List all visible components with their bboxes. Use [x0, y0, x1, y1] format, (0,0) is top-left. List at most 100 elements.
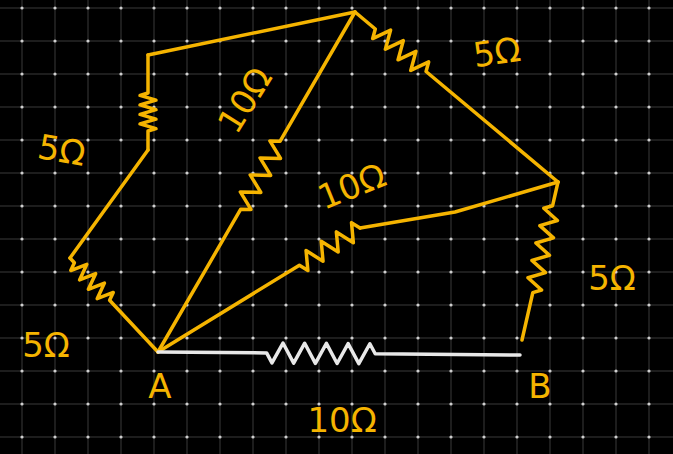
- grid-dot: [185, 435, 188, 438]
- grid-line: [286, 0, 287, 454]
- grid-dot: [383, 6, 386, 9]
- grid-dot: [647, 435, 650, 438]
- grid-dot: [515, 402, 518, 405]
- terminal-label: B: [528, 369, 551, 403]
- grid-line: [0, 371, 673, 372]
- grid-dot: [581, 336, 584, 339]
- grid-dot: [647, 270, 650, 273]
- grid-dot: [647, 336, 650, 339]
- grid-dot: [647, 105, 650, 108]
- grid-dot: [647, 369, 650, 372]
- grid-dot: [647, 6, 650, 9]
- grid-dot: [383, 303, 386, 306]
- resistance-label: 5Ω: [588, 261, 636, 295]
- grid-dot: [416, 303, 419, 306]
- grid-dot: [152, 39, 155, 42]
- grid-dot: [53, 6, 56, 9]
- resistor-wire: [158, 343, 520, 364]
- grid-dot: [53, 303, 56, 306]
- grid-dot: [86, 39, 89, 42]
- grid-line: [0, 107, 673, 108]
- grid-dot: [581, 105, 584, 108]
- grid-dot: [581, 204, 584, 207]
- resistor-wire: [140, 55, 156, 150]
- grid-dot: [482, 72, 485, 75]
- grid-dot: [20, 171, 23, 174]
- grid-dot: [251, 435, 254, 438]
- grid-dot: [647, 72, 650, 75]
- resistor-wire: [70, 258, 158, 352]
- grid-dot: [614, 138, 617, 141]
- grid-dot: [449, 435, 452, 438]
- grid-dot: [515, 336, 518, 339]
- grid-dot: [449, 204, 452, 207]
- grid-dot: [614, 369, 617, 372]
- grid-dot: [581, 435, 584, 438]
- grid-line: [319, 0, 320, 454]
- grid-dot: [284, 72, 287, 75]
- grid-dot: [251, 6, 254, 9]
- grid-dot: [284, 105, 287, 108]
- grid-line: [187, 0, 188, 454]
- grid-dot: [614, 6, 617, 9]
- grid-dot: [647, 171, 650, 174]
- grid-dot: [185, 138, 188, 141]
- grid-dot: [449, 138, 452, 141]
- grid-dot: [581, 369, 584, 372]
- grid-dot: [53, 270, 56, 273]
- grid-dot: [86, 336, 89, 339]
- grid-dot: [119, 171, 122, 174]
- resistor-wire: [355, 12, 558, 182]
- grid-dot: [119, 402, 122, 405]
- grid-dot: [416, 402, 419, 405]
- grid-dot: [614, 105, 617, 108]
- grid-dot: [416, 435, 419, 438]
- grid-dot: [251, 237, 254, 240]
- grid-dot: [350, 138, 353, 141]
- grid-dot: [53, 369, 56, 372]
- grid-dot: [383, 270, 386, 273]
- grid-dot: [284, 369, 287, 372]
- grid-dot: [647, 204, 650, 207]
- grid-dot: [20, 369, 23, 372]
- grid-dot: [548, 138, 551, 141]
- grid-dot: [218, 336, 221, 339]
- grid-dot: [548, 6, 551, 9]
- grid-dot: [218, 303, 221, 306]
- grid-dot: [119, 138, 122, 141]
- grid-dot: [350, 39, 353, 42]
- grid-line: [0, 305, 673, 306]
- grid-dot: [350, 270, 353, 273]
- grid-dot: [317, 204, 320, 207]
- grid-dot: [185, 402, 188, 405]
- grid-dot: [185, 39, 188, 42]
- grid-dot: [152, 204, 155, 207]
- grid-dot: [482, 138, 485, 141]
- grid-dot: [614, 204, 617, 207]
- grid-dot: [86, 402, 89, 405]
- grid-dot: [482, 171, 485, 174]
- resistance-label: 10Ω: [307, 403, 376, 437]
- grid-line: [616, 0, 617, 454]
- grid-dot: [350, 204, 353, 207]
- grid-dot: [119, 435, 122, 438]
- grid-dot: [185, 204, 188, 207]
- grid-dot: [383, 72, 386, 75]
- grid-dot: [515, 237, 518, 240]
- grid-dot: [119, 237, 122, 240]
- grid-dot: [86, 72, 89, 75]
- grid-line: [220, 0, 221, 454]
- grid-dot: [284, 435, 287, 438]
- grid-dot: [383, 435, 386, 438]
- grid-dot: [284, 138, 287, 141]
- grid-dot: [20, 303, 23, 306]
- grid-dot: [548, 39, 551, 42]
- grid-dot: [86, 435, 89, 438]
- grid-dot: [416, 72, 419, 75]
- grid-dot: [515, 6, 518, 9]
- grid-dot: [515, 204, 518, 207]
- grid-dot: [119, 72, 122, 75]
- grid-dot: [449, 369, 452, 372]
- grid-dot: [218, 204, 221, 207]
